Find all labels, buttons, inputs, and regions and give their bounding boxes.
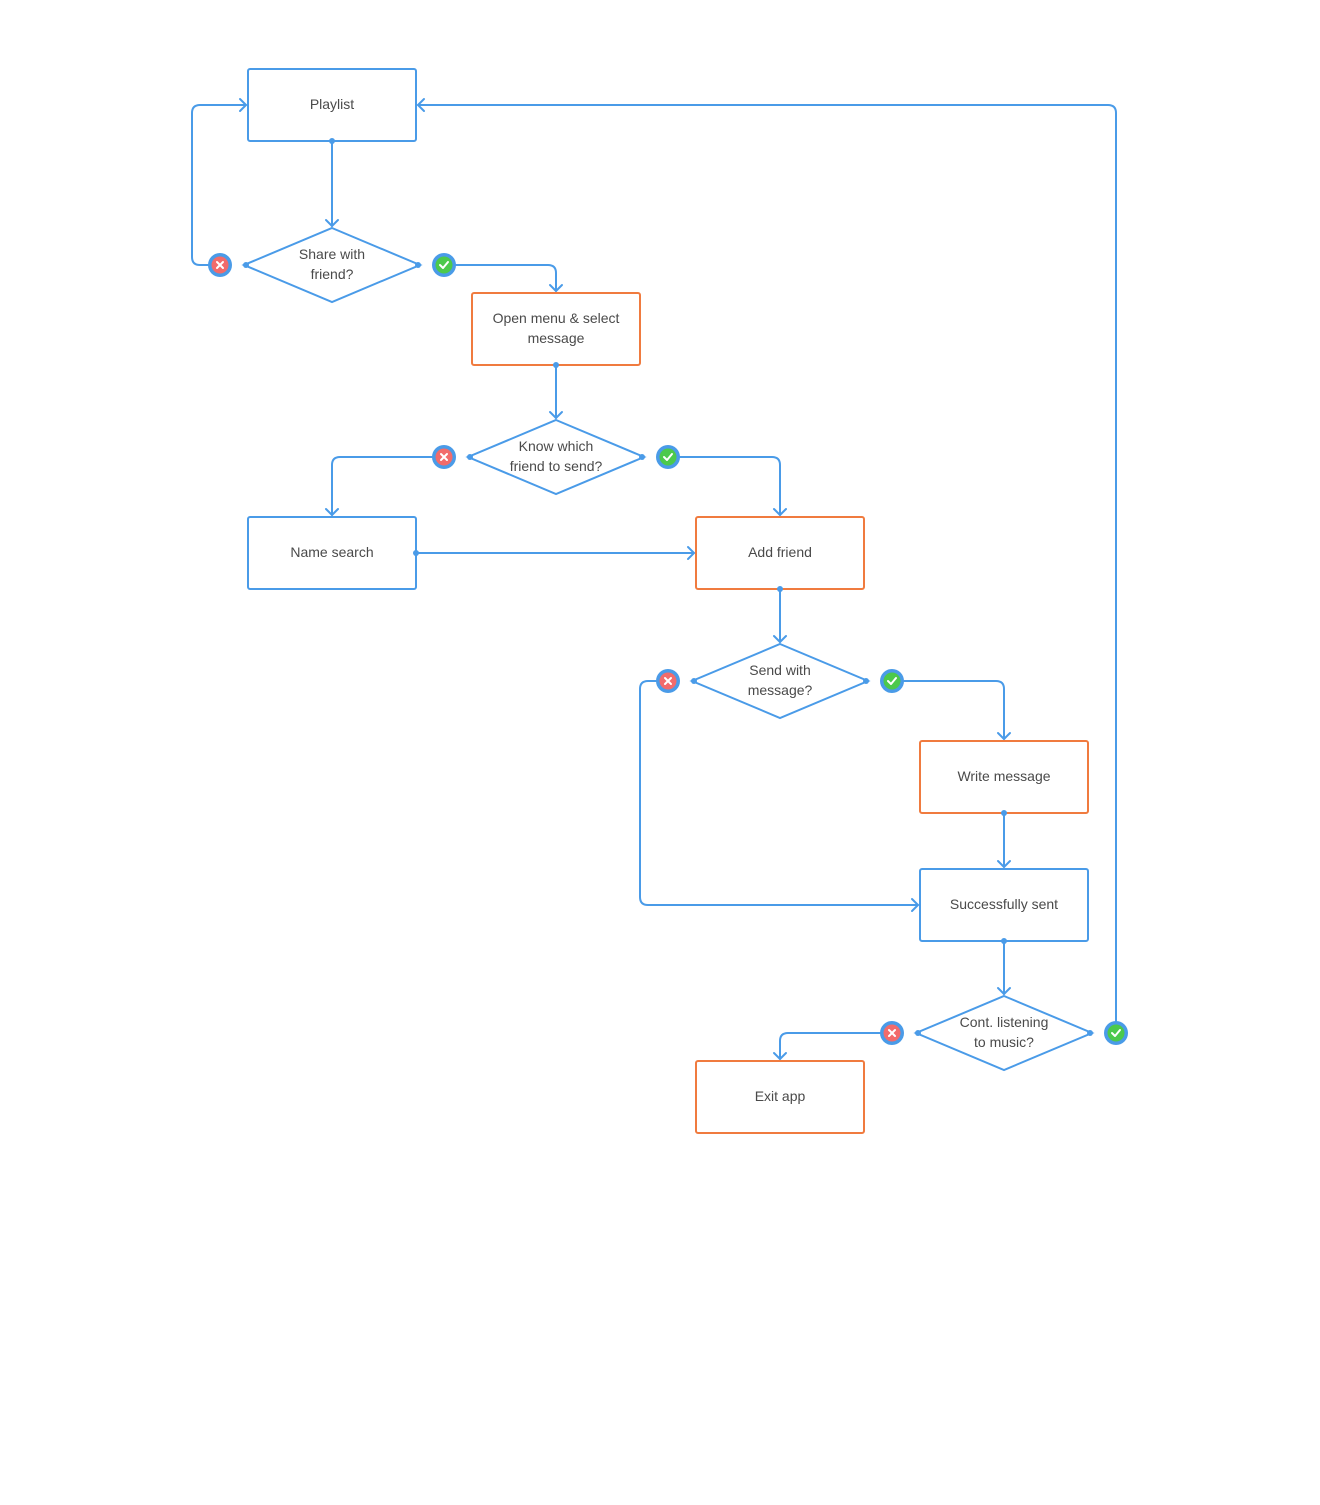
edge-continue-no-to-exit: [779, 1032, 893, 1060]
x-icon: [216, 261, 224, 269]
decision-know-which-friend[interactable]: Know which friend to send?: [465, 418, 647, 496]
badges: [208, 253, 1128, 1045]
decision-label-line-2: message?: [748, 682, 813, 698]
connector-dot: [329, 138, 335, 144]
connector-dot: [1001, 938, 1007, 944]
edge-send-yes-to-write: [891, 680, 1005, 740]
decision-continue-listening[interactable]: Cont. listening to music?: [913, 994, 1095, 1072]
connector-dot: [863, 678, 869, 684]
connector-dot: [1087, 1030, 1093, 1036]
check-icon: [663, 453, 673, 461]
node-label-line-2: message: [528, 330, 585, 346]
connector-dot: [413, 550, 419, 556]
no-badge[interactable]: [432, 445, 456, 469]
connector-dot: [553, 362, 559, 368]
node-name-search[interactable]: Name search: [247, 516, 417, 590]
edge-continue-yes-to-playlist: [417, 104, 1117, 1034]
connector-dot: [1001, 810, 1007, 816]
arrow-down-icon: [325, 219, 339, 227]
decision-label-line-1: Know which: [519, 438, 594, 454]
node-label: Add friend: [748, 544, 812, 560]
arrow-down-icon: [997, 987, 1011, 995]
check-icon: [439, 261, 449, 269]
arrow-down-icon: [773, 508, 787, 516]
connector-dot: [415, 262, 421, 268]
arrow-down-icon: [325, 508, 339, 516]
arrow-right-icon: [911, 898, 919, 912]
decision-label-line-2: friend?: [311, 266, 354, 282]
edge-share-no-to-playlist: [191, 104, 247, 266]
node-open-menu[interactable]: Open menu & select message: [471, 292, 641, 366]
arrowheads: [239, 98, 1011, 1060]
connection-dots: [243, 138, 1093, 1036]
edge-know-yes-to-add-friend: [667, 456, 781, 516]
arrow-right-icon: [687, 546, 695, 560]
node-label: Exit app: [755, 1088, 806, 1104]
decision-label-line-1: Send with: [749, 662, 810, 678]
node-label: Name search: [290, 544, 373, 560]
arrow-down-icon: [997, 732, 1011, 740]
arrow-left-icon: [417, 98, 425, 112]
connector-dot: [777, 586, 783, 592]
check-icon: [1111, 1029, 1121, 1037]
connector-dot: [691, 678, 697, 684]
x-icon: [888, 1029, 896, 1037]
decision-label-line-1: Cont. listening: [960, 1014, 1049, 1030]
x-icon: [664, 677, 672, 685]
no-badge[interactable]: [208, 253, 232, 277]
edge-share-yes-to-open-menu: [443, 264, 557, 292]
no-badge[interactable]: [880, 1021, 904, 1045]
edge-know-no-to-name-search: [331, 456, 445, 516]
node-playlist[interactable]: Playlist: [247, 68, 417, 142]
decision-label-line-2: to music?: [974, 1034, 1034, 1050]
arrow-down-icon: [549, 411, 563, 419]
yes-badge[interactable]: [880, 669, 904, 693]
arrow-right-icon: [239, 98, 247, 112]
yes-badge[interactable]: [1104, 1021, 1128, 1045]
connector-dot: [467, 454, 473, 460]
node-write-message[interactable]: Write message: [919, 740, 1089, 814]
connector-dot: [243, 262, 249, 268]
decision-send-with-message[interactable]: Send with message?: [689, 642, 871, 720]
connector-dot: [639, 454, 645, 460]
edges: [191, 104, 1117, 1060]
no-badge[interactable]: [656, 669, 680, 693]
yes-badge[interactable]: [656, 445, 680, 469]
x-icon: [440, 453, 448, 461]
node-label: Successfully sent: [950, 896, 1058, 912]
arrow-down-icon: [997, 860, 1011, 868]
arrow-down-icon: [549, 284, 563, 292]
decision-share-with-friend[interactable]: Share with friend?: [241, 226, 423, 304]
connector-dot: [915, 1030, 921, 1036]
edge-send-no-to-success: [639, 680, 919, 906]
node-label-line-1: Open menu & select: [493, 310, 620, 326]
node-label: Playlist: [310, 96, 354, 112]
node-successfully-sent[interactable]: Successfully sent: [919, 868, 1089, 942]
check-icon: [887, 677, 897, 685]
node-add-friend[interactable]: Add friend: [695, 516, 865, 590]
arrow-down-icon: [773, 1052, 787, 1060]
decision-label-line-2: friend to send?: [510, 458, 603, 474]
node-label: Write message: [957, 768, 1050, 784]
node-exit-app[interactable]: Exit app: [695, 1060, 865, 1134]
yes-badge[interactable]: [432, 253, 456, 277]
decision-label-line-1: Share with: [299, 246, 365, 262]
arrow-down-icon: [773, 635, 787, 643]
